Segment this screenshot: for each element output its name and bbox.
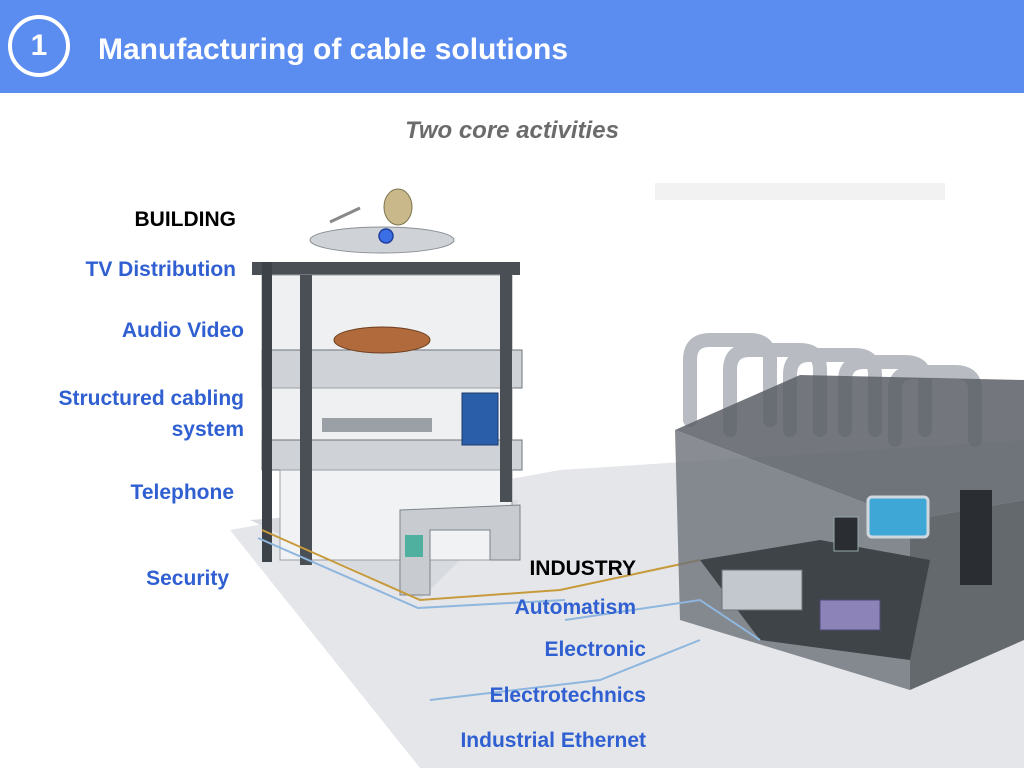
label-telephone: Telephone <box>130 481 234 504</box>
label-tv-distribution: TV Distribution <box>85 258 237 281</box>
header-bar: 1 Manufacturing of cable solutions <box>0 0 1024 93</box>
satellite-dish-icon <box>383 188 413 226</box>
building-illustration <box>252 188 701 610</box>
placeholder-box <box>655 183 945 200</box>
label-security: Security <box>146 567 229 590</box>
label-audio-video: Audio Video <box>121 319 244 342</box>
label-electronic: Electronic <box>544 638 646 661</box>
label-structured-cabling: Structured cabling <box>58 387 244 410</box>
industry-heading: INDUSTRY <box>529 557 636 580</box>
location-marker-icon <box>378 228 394 244</box>
label-electrotechnics: Electrotechnics <box>489 684 646 707</box>
page-subtitle: Two core activities <box>405 117 619 144</box>
section-number-badge: 1 <box>8 15 70 77</box>
server-rack-icon <box>960 490 992 585</box>
access-panel-icon <box>405 535 423 557</box>
label-industrial-ethernet: Industrial Ethernet <box>460 729 646 752</box>
page-title: Manufacturing of cable solutions <box>98 33 569 66</box>
industry-illustration <box>429 333 1024 701</box>
label-structured-cabling-line2: system <box>171 418 244 441</box>
monitor-icon <box>866 495 930 539</box>
network-cabinet-icon <box>461 392 499 446</box>
label-automatism: Automatism <box>514 596 636 619</box>
building-heading: BUILDING <box>134 208 237 231</box>
machine-icon <box>721 569 803 611</box>
